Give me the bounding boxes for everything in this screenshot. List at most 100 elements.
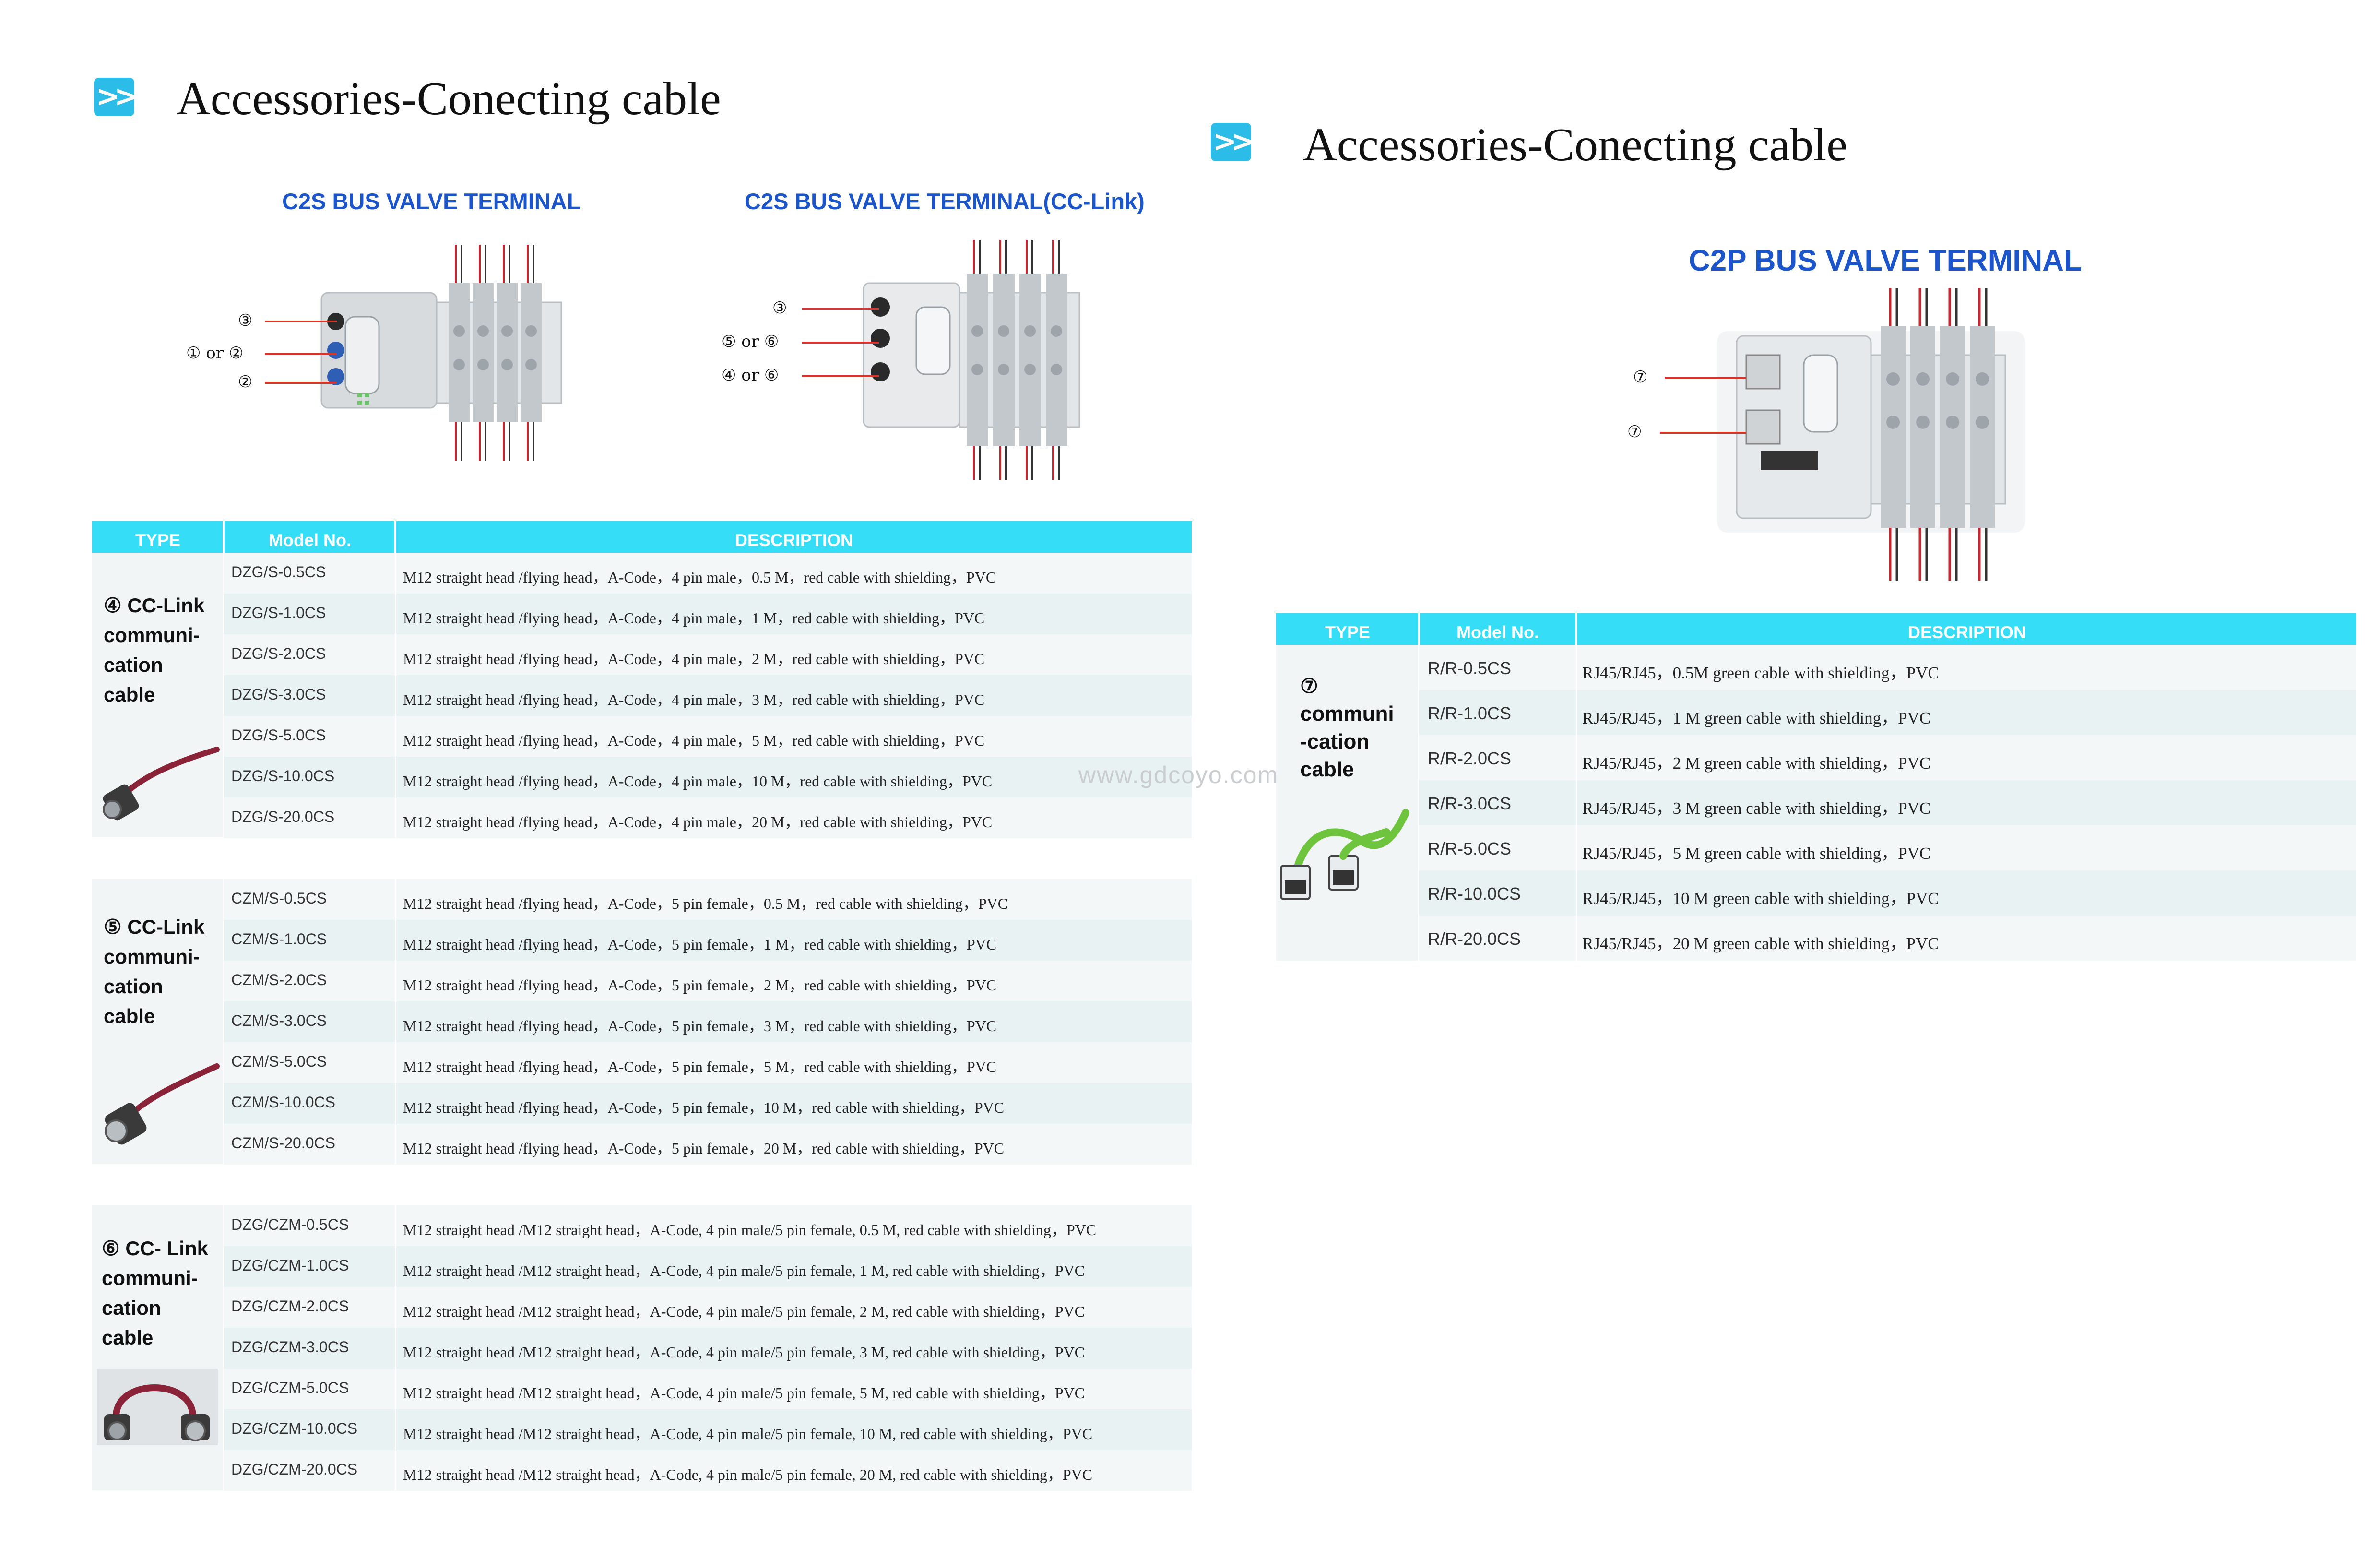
column-divider bbox=[395, 879, 396, 1164]
type-label-line: ⑥ CC- Link bbox=[102, 1237, 208, 1260]
model-no: R/R-3.0CS bbox=[1428, 794, 1512, 813]
model-no: DZG/CZM-2.0CS bbox=[231, 1297, 349, 1315]
table-row: R/R-3.0CS RJ45/RJ45，3 M green cable with … bbox=[1419, 780, 2356, 825]
callout-line bbox=[802, 375, 879, 377]
type-label-line: ⑦ bbox=[1300, 675, 1318, 697]
cable-group-5: CZM/S-0.5CS M12 straight head /flying hea… bbox=[92, 879, 1192, 1165]
table-row: R/R-1.0CS RJ45/RJ45，1 M green cable with … bbox=[1419, 690, 2356, 735]
cable-group-4: DZG/S-0.5CS M12 straight head /flying hea… bbox=[92, 553, 1192, 838]
model-no: R/R-10.0CS bbox=[1428, 884, 1521, 904]
callout-line bbox=[265, 353, 337, 355]
type-label-line: cable bbox=[104, 683, 155, 706]
page-title: Accessories-Conecting cable bbox=[1303, 119, 1847, 171]
description: M12 straight head /flying head，A-Code，4 … bbox=[403, 773, 993, 790]
table-row: CZM/S-1.0CS M12 straight head /flying hea… bbox=[224, 920, 1192, 961]
cable-group-6: DZG/CZM-0.5CS M12 straight head /M12 stra… bbox=[92, 1205, 1192, 1491]
callout-3: ③ bbox=[772, 298, 787, 318]
model-no: DZG/CZM-3.0CS bbox=[231, 1338, 349, 1356]
header-description: DESCRIPTION bbox=[1907, 622, 2026, 642]
callout-line bbox=[1665, 377, 1746, 379]
model-no: CZM/S-20.0CS bbox=[231, 1134, 335, 1152]
description: RJ45/RJ45，5 M green cable with shielding… bbox=[1582, 844, 1931, 863]
callout-1-or-2: ① or ② bbox=[186, 344, 244, 363]
column-divider bbox=[1576, 645, 1577, 961]
table-row: DZG/CZM-2.0CS M12 straight head /M12 stra… bbox=[224, 1287, 1192, 1328]
cable-group-7: R/R-0.5CS RJ45/RJ45，0.5M green cable with… bbox=[1276, 645, 2356, 961]
column-divider bbox=[395, 553, 396, 837]
description: M12 straight head /flying head，A-Code，5 … bbox=[403, 1140, 1005, 1157]
model-no: R/R-0.5CS bbox=[1428, 658, 1512, 678]
type-label-line: ⑤ CC-Link bbox=[104, 916, 205, 938]
model-no: DZG/S-5.0CS bbox=[231, 726, 326, 744]
description: RJ45/RJ45，1 M green cable with shielding… bbox=[1582, 709, 1931, 727]
description: M12 straight head /M12 straight head，A-C… bbox=[403, 1303, 1085, 1320]
description: RJ45/RJ45，0.5M green cable with shieldin… bbox=[1582, 664, 1939, 682]
description: M12 straight head /M12 straight head，A-C… bbox=[403, 1466, 1093, 1483]
table-row: R/R-10.0CS RJ45/RJ45，10 M green cable wit… bbox=[1419, 870, 2356, 916]
model-no: CZM/S-0.5CS bbox=[231, 890, 327, 907]
table-header: TYPE Model No. DESCRIPTION bbox=[92, 521, 1192, 553]
column-divider bbox=[395, 1205, 396, 1490]
header-type: TYPE bbox=[135, 530, 181, 550]
model-no: R/R-20.0CS bbox=[1428, 929, 1521, 949]
type-label-line: communi- bbox=[102, 1267, 198, 1289]
callout-line bbox=[265, 382, 337, 384]
page-title: Accessories-Conecting cable bbox=[177, 73, 721, 125]
description: M12 straight head /flying head，A-Code，5 … bbox=[403, 976, 997, 994]
callout-3: ③ bbox=[238, 311, 253, 330]
model-no: DZG/CZM-10.0CS bbox=[231, 1420, 358, 1437]
description: M12 straight head /M12 straight head，A-C… bbox=[403, 1262, 1085, 1279]
model-no: DZG/CZM-5.0CS bbox=[231, 1379, 349, 1396]
callout-line bbox=[802, 308, 879, 310]
table-row: CZM/S-3.0CS M12 straight head /flying hea… bbox=[224, 1001, 1192, 1042]
callout-4-or-6: ④ or ⑥ bbox=[722, 366, 779, 385]
model-no: DZG/CZM-20.0CS bbox=[231, 1461, 358, 1478]
callout-7: ⑦ bbox=[1627, 422, 1642, 441]
model-no: CZM/S-3.0CS bbox=[231, 1012, 327, 1029]
model-no: CZM/S-10.0CS bbox=[231, 1094, 335, 1111]
description: RJ45/RJ45，2 M green cable with shielding… bbox=[1582, 754, 1931, 773]
table-row: CZM/S-20.0CS M12 straight head /flying he… bbox=[224, 1124, 1192, 1165]
description: RJ45/RJ45，3 M green cable with shielding… bbox=[1582, 799, 1931, 818]
description: M12 straight head /flying head，A-Code，5 … bbox=[403, 1058, 997, 1075]
model-no: CZM/S-2.0CS bbox=[231, 971, 327, 988]
type-label-line: cable bbox=[104, 1005, 155, 1027]
model-no: CZM/S-1.0CS bbox=[231, 930, 327, 948]
c2s-cclink-terminal-image bbox=[863, 240, 1080, 480]
c2s-terminal-title: C2S BUS VALVE TERMINAL bbox=[282, 189, 581, 214]
model-no: DZG/S-0.5CS bbox=[231, 563, 326, 581]
type-label-line: communi bbox=[1300, 702, 1394, 726]
header-divider bbox=[1418, 613, 1420, 645]
description: M12 straight head /flying head，A-Code，4 … bbox=[403, 813, 993, 831]
watermark: www.gdcoyo.com bbox=[1078, 762, 1279, 788]
model-no: R/R-1.0CS bbox=[1428, 703, 1512, 723]
type-label-line: cable bbox=[102, 1326, 154, 1349]
header-model: Model No. bbox=[269, 530, 351, 550]
rj45-green-cable-image bbox=[1280, 809, 1409, 900]
table-row: DZG/CZM-10.0CS M12 straight head /M12 str… bbox=[224, 1409, 1192, 1450]
callout-line bbox=[802, 342, 879, 344]
description: M12 straight head /flying head，A-Code，5 … bbox=[403, 1017, 997, 1035]
type-label-line: cation bbox=[104, 975, 163, 998]
description: M12 straight head /M12 straight head，A-C… bbox=[403, 1425, 1093, 1442]
description: RJ45/RJ45，10 M green cable with shieldin… bbox=[1582, 889, 1939, 908]
model-no: DZG/CZM-0.5CS bbox=[231, 1216, 349, 1233]
type-cell bbox=[1276, 645, 1418, 961]
model-no: DZG/S-1.0CS bbox=[231, 604, 326, 621]
callout-7: ⑦ bbox=[1633, 368, 1648, 387]
description: M12 straight head /flying head，A-Code，5 … bbox=[403, 936, 997, 953]
